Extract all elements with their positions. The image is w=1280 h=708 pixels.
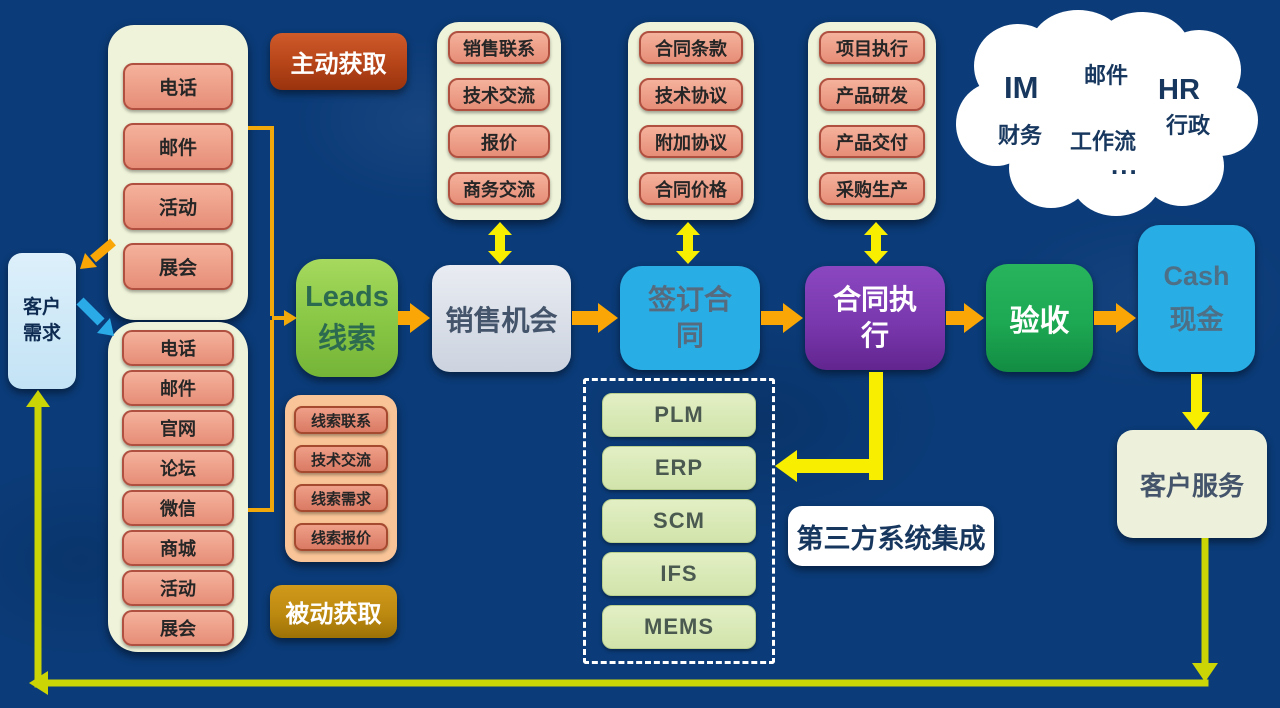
- channel-chip: 商城: [122, 530, 234, 566]
- customer-need-label: 客户需求: [22, 297, 61, 344]
- cash-node: Cash 现金: [1138, 225, 1255, 372]
- contract-item-chip: 合同条款: [639, 31, 743, 64]
- leads-node: Leads 线索: [296, 259, 398, 377]
- lead-activity-chip: 线索联系: [294, 406, 388, 434]
- arrow-exec-to-acceptance: [946, 303, 984, 333]
- sync-arrows: [488, 222, 888, 264]
- customer-service-label: 客户服务: [1139, 470, 1244, 501]
- customer-service-node: 客户服务: [1117, 430, 1267, 538]
- third-party-integration-badge: 第三方系统集成: [788, 506, 994, 566]
- execution-item-chip: 采购生产: [819, 172, 925, 205]
- contract-item-chip: 附加协议: [639, 125, 743, 158]
- channel-chip: 官网: [122, 410, 234, 446]
- arrow-leads-to-salesopp: [398, 303, 430, 333]
- execution-item-chip: 产品交付: [819, 125, 925, 158]
- sign-contract-label: 签订合同: [647, 283, 732, 351]
- active-channels-pool: 电话邮件活动展会: [108, 25, 248, 320]
- customer-need-node: 客户需求: [8, 253, 76, 389]
- channel-chip: 邮件: [122, 370, 234, 406]
- acceptance-label: 验收: [1009, 305, 1070, 338]
- cloud-item-hr: HR: [1158, 74, 1200, 106]
- connector-passive-to-leads: [248, 320, 274, 512]
- cash-label: Cash 现金: [1163, 255, 1229, 341]
- cloud-item-more: ...: [1111, 150, 1139, 180]
- passive-channels-pool: 电话邮件官网论坛微信商城活动展会: [108, 322, 248, 652]
- leads-label: Leads 线索: [305, 276, 389, 360]
- channel-chip: 电话: [122, 330, 234, 366]
- leads-cn: 线索: [317, 323, 376, 355]
- execution-items-pool: 项目执行产品研发产品交付采购生产: [808, 22, 936, 220]
- lead-activities-pool: 线索联系技术交流线索需求线索报价: [285, 395, 397, 562]
- third-party-integration-label: 第三方系统集成: [796, 523, 986, 554]
- arrow-acceptance-to-cash: [1094, 303, 1136, 333]
- cash-en: Cash: [1163, 261, 1230, 292]
- lead-activity-chip: 技术交流: [294, 445, 388, 473]
- channel-chip: 邮件: [123, 123, 233, 170]
- contract-execution-label: 合同执行: [832, 283, 917, 351]
- contract-item-chip: 技术协议: [639, 78, 743, 111]
- sync-execution-items: [864, 222, 888, 264]
- arrow-customer-need-to-passive-pool: [76, 297, 114, 336]
- contract-items-pool: 合同条款技术协议附加协议合同价格: [628, 22, 754, 220]
- arrow-exec-to-thirdparty: [775, 372, 883, 482]
- cash-cn: 现金: [1169, 304, 1224, 335]
- lead-activity-chip: 线索需求: [294, 484, 388, 512]
- contract-item-chip: 合同价格: [639, 172, 743, 205]
- third-party-system-chip: ERP: [602, 446, 756, 490]
- third-party-systems-pool: PLM ERP SCM IFS MEMS: [583, 378, 775, 664]
- sales-activities-pool: 销售联系技术交流报价商务交流: [437, 22, 561, 220]
- cloud-item-admin: 行政: [1166, 113, 1211, 138]
- active-acquire-label: 主动获取: [290, 51, 387, 78]
- channel-chip: 电话: [123, 63, 233, 110]
- connector-active-to-leads: [248, 126, 274, 316]
- sync-contract-items: [676, 222, 700, 264]
- leads-en: Leads: [305, 280, 389, 313]
- sales-opportunity-node: 销售机会: [432, 265, 571, 372]
- lead-activity-chip: 线索报价: [294, 523, 388, 551]
- sales-activity-chip: 技术交流: [448, 78, 550, 111]
- third-party-system-chip: IFS: [602, 552, 756, 596]
- sales-activity-chip: 报价: [448, 125, 550, 158]
- backoffice-cloud: IM 邮件 HR 财务 工作流 行政 ...: [956, 8, 1260, 222]
- sales-activity-chip: 商务交流: [448, 172, 550, 205]
- arrow-cash-to-service: [1182, 374, 1210, 430]
- channel-chip: 微信: [122, 490, 234, 526]
- cloud-item-im: IM: [1004, 70, 1039, 105]
- channel-chip: 展会: [123, 243, 233, 290]
- execution-item-chip: 产品研发: [819, 78, 925, 111]
- cloud-item-workflow: 工作流: [1070, 129, 1137, 154]
- channel-chip: 活动: [123, 183, 233, 230]
- third-party-system-chip: MEMS: [602, 605, 756, 649]
- third-party-system-chip: PLM: [602, 393, 756, 437]
- third-party-system-chip: SCM: [602, 499, 756, 543]
- cloud-shape: [956, 10, 1258, 216]
- sync-sales-activities: [488, 222, 512, 264]
- passive-acquire-badge: 被动获取: [270, 585, 397, 638]
- channel-chip: 论坛: [122, 450, 234, 486]
- contract-execution-node: 合同执行: [805, 266, 945, 370]
- execution-item-chip: 项目执行: [819, 31, 925, 64]
- cloud-item-mail: 邮件: [1084, 63, 1129, 88]
- channel-chip: 展会: [122, 610, 234, 646]
- passive-acquire-label: 被动获取: [285, 601, 382, 628]
- sales-opportunity-label: 销售机会: [445, 304, 558, 336]
- arrow-salesopp-to-contract: [572, 303, 618, 333]
- acceptance-node: 验收: [986, 264, 1093, 372]
- cloud-item-finance: 财务: [998, 123, 1043, 148]
- active-acquire-badge: 主动获取: [270, 33, 407, 90]
- channel-chip: 活动: [122, 570, 234, 606]
- arrow-contract-to-exec: [761, 303, 803, 333]
- sales-activity-chip: 销售联系: [448, 31, 550, 64]
- sign-contract-node: 签订合同: [620, 266, 760, 370]
